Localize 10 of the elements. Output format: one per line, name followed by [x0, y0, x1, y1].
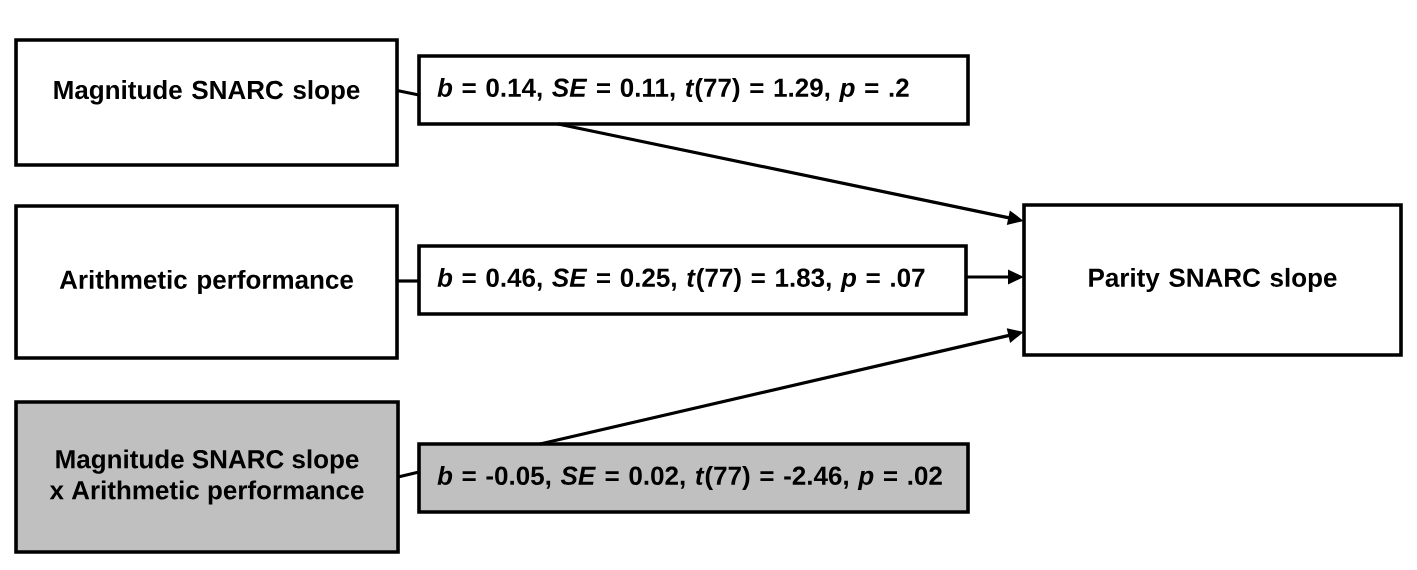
statistics-box: b = -0.05, SE = 0.02, t(77) = -2.46, p = .02 — [417, 442, 970, 514]
outcome-box: Parity SNARC slope — [1022, 203, 1403, 357]
variable-box: Magnitude SNARC slope x Arithmetic performance — [14, 400, 400, 554]
statistics-box: b = 0.14, SE = 0.11, t(77) = 1.29, p = .2 — [417, 54, 970, 126]
connector-line — [397, 470, 420, 479]
variable-box: Arithmetic performance — [14, 204, 399, 360]
connector-line — [397, 279, 419, 283]
statistics-box: b = 0.46, SE = 0.25, t(77) = 1.83, p = .07 — [417, 244, 968, 316]
variable-box: Magnitude SNARC slope — [14, 38, 399, 167]
connector-line — [396, 88, 420, 97]
